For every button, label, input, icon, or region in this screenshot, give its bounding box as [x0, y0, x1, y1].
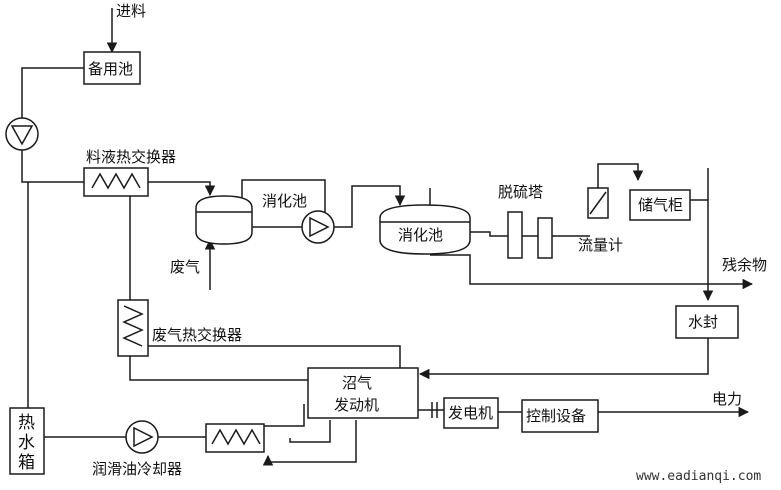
label-waste-gas: 废气: [170, 258, 200, 276]
holder-to-water-seal-pipe: [690, 199, 714, 302]
label-residue: 残余物: [722, 256, 767, 274]
pump2-to-digester2-pipe: [334, 185, 406, 228]
label-desulfurization-tower: 脱硫塔: [498, 183, 543, 201]
control-equipment: [521, 399, 599, 433]
label-feed-heat-exchanger: 料液热交换器: [86, 148, 176, 166]
hot-water-tank: [9, 407, 45, 475]
lube-oil-cooler: [205, 423, 265, 453]
digester-1: [195, 195, 253, 245]
water-seal: [675, 305, 739, 339]
pipelines: [21, 8, 754, 466]
exhaust-exchanger-return-pipe: [129, 356, 310, 381]
label-feed-in: 进料: [116, 2, 146, 20]
label-standby-tank: 备用池: [88, 60, 133, 78]
desulfurization-towers: [507, 211, 553, 259]
biogas-engine: [307, 367, 419, 419]
flowmeter: [587, 187, 609, 219]
flowmeter-to-holder-pipe: [597, 163, 644, 188]
digester2-to-tower-pipe: [470, 231, 510, 237]
cooler-to-engine-pipe: [264, 404, 305, 427]
digester1-top-pipe: [241, 179, 326, 212]
generator: [443, 397, 499, 429]
engine-return-pipe: [262, 420, 357, 466]
label-water-seal: 水封: [688, 313, 718, 331]
label-biogas-engine-1: 沼气: [342, 374, 372, 392]
label-biogas-engine-2: 发动机: [334, 396, 379, 414]
labels: 进料 备用池 料液热交换器 消化池 消化池 脱硫塔 储气柜 流量计 废气 残余物…: [18, 2, 767, 484]
label-digester-1: 消化池: [262, 192, 307, 210]
label-hot-water-tank-3: 箱: [18, 453, 35, 473]
digester-2: [379, 204, 471, 255]
pump-2: [301, 210, 335, 244]
label-digester-2: 消化池: [398, 226, 443, 244]
standby-to-pump-pipe: [21, 67, 84, 118]
feed-heat-exchanger: [83, 167, 149, 197]
label-control-equipment: 控制设备: [526, 407, 586, 425]
label-electricity: 电力: [712, 390, 742, 408]
gas-holder: [629, 189, 691, 221]
standby-tank: [83, 51, 141, 85]
label-flowmeter: 流量计: [578, 236, 623, 254]
watermark: www.eadianqi.com: [636, 469, 761, 484]
pump-1: [5, 117, 39, 151]
pump-3: [125, 420, 159, 454]
label-lube-oil-cooler: 润滑油冷却器: [92, 460, 182, 478]
label-gas-holder: 储气柜: [638, 196, 683, 214]
residue-pipe: [430, 254, 754, 290]
label-generator: 发电机: [448, 404, 493, 422]
engine-loop-pipe: [289, 420, 331, 443]
exhaust-exchanger-to-engine-pipe: [148, 345, 401, 368]
exchanger-to-digester1-pipe: [148, 181, 216, 197]
label-waste-gas-heat-exchanger: 废气热交换器: [152, 326, 242, 344]
label-hot-water-tank-2: 水: [18, 433, 35, 453]
label-hot-water-tank-1: 热: [18, 413, 35, 433]
pump-to-feed-exchanger-pipe: [21, 150, 84, 183]
waste-gas-heat-exchanger: [117, 299, 149, 357]
water-seal-to-engine-pipe: [418, 338, 709, 380]
